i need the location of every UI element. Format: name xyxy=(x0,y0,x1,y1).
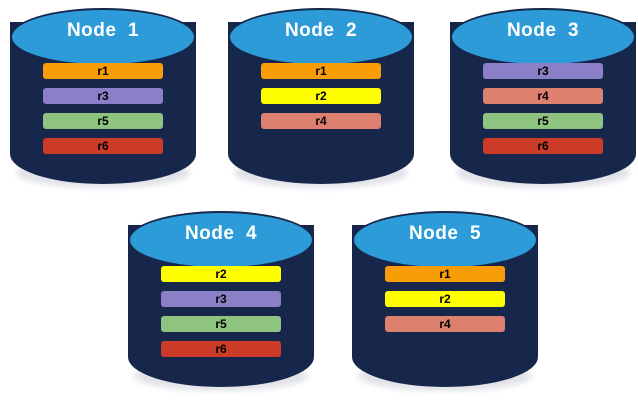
replica-bar-r3[interactable]: r3 xyxy=(483,63,603,79)
replica-list: r1 r3 r5 r6 xyxy=(10,63,196,154)
replica-bar-r4[interactable]: r4 xyxy=(385,316,505,332)
node-label: Node 4 xyxy=(184,223,258,244)
node-label: Node 3 xyxy=(506,20,580,41)
database-node-1[interactable]: Node 1 r1 r3 r5 r6 xyxy=(10,8,196,188)
replica-bar-r2[interactable]: r2 xyxy=(261,88,381,104)
replica-bar-r2[interactable]: r2 xyxy=(385,291,505,307)
replica-bar-r5[interactable]: r5 xyxy=(161,316,281,332)
replica-bar-r3[interactable]: r3 xyxy=(43,88,163,104)
replica-list: r1 r2 r4 xyxy=(352,266,538,332)
replica-bar-r1[interactable]: r1 xyxy=(43,63,163,79)
replica-bar-r1[interactable]: r1 xyxy=(385,266,505,282)
replica-bar-r4[interactable]: r4 xyxy=(261,113,381,129)
cylinder-top-ellipse xyxy=(352,211,538,269)
replica-list: r2 r3 r5 r6 xyxy=(128,266,314,357)
replica-bar-r3[interactable]: r3 xyxy=(161,291,281,307)
database-node-3[interactable]: Node 3 r3 r4 r5 r6 xyxy=(450,8,636,188)
database-node-4[interactable]: Node 4 r2 r3 r5 r6 xyxy=(128,211,314,391)
database-node-5[interactable]: Node 5 r1 r2 r4 xyxy=(352,211,538,391)
replica-bar-r5[interactable]: r5 xyxy=(483,113,603,129)
replica-bar-r1[interactable]: r1 xyxy=(261,63,381,79)
replica-bar-r2[interactable]: r2 xyxy=(161,266,281,282)
node-label: Node 5 xyxy=(408,223,482,244)
replica-bar-r5[interactable]: r5 xyxy=(43,113,163,129)
node-label: Node 1 xyxy=(66,20,140,41)
replica-list: r3 r4 r5 r6 xyxy=(450,63,636,154)
replica-bar-r6[interactable]: r6 xyxy=(43,138,163,154)
replica-bar-r6[interactable]: r6 xyxy=(483,138,603,154)
database-node-2[interactable]: Node 2 r1 r2 r4 xyxy=(228,8,414,188)
replica-list: r1 r2 r4 xyxy=(228,63,414,129)
node-label: Node 2 xyxy=(284,20,358,41)
replica-bar-r6[interactable]: r6 xyxy=(161,341,281,357)
cylinder-top-ellipse xyxy=(128,211,314,269)
replica-bar-r4[interactable]: r4 xyxy=(483,88,603,104)
